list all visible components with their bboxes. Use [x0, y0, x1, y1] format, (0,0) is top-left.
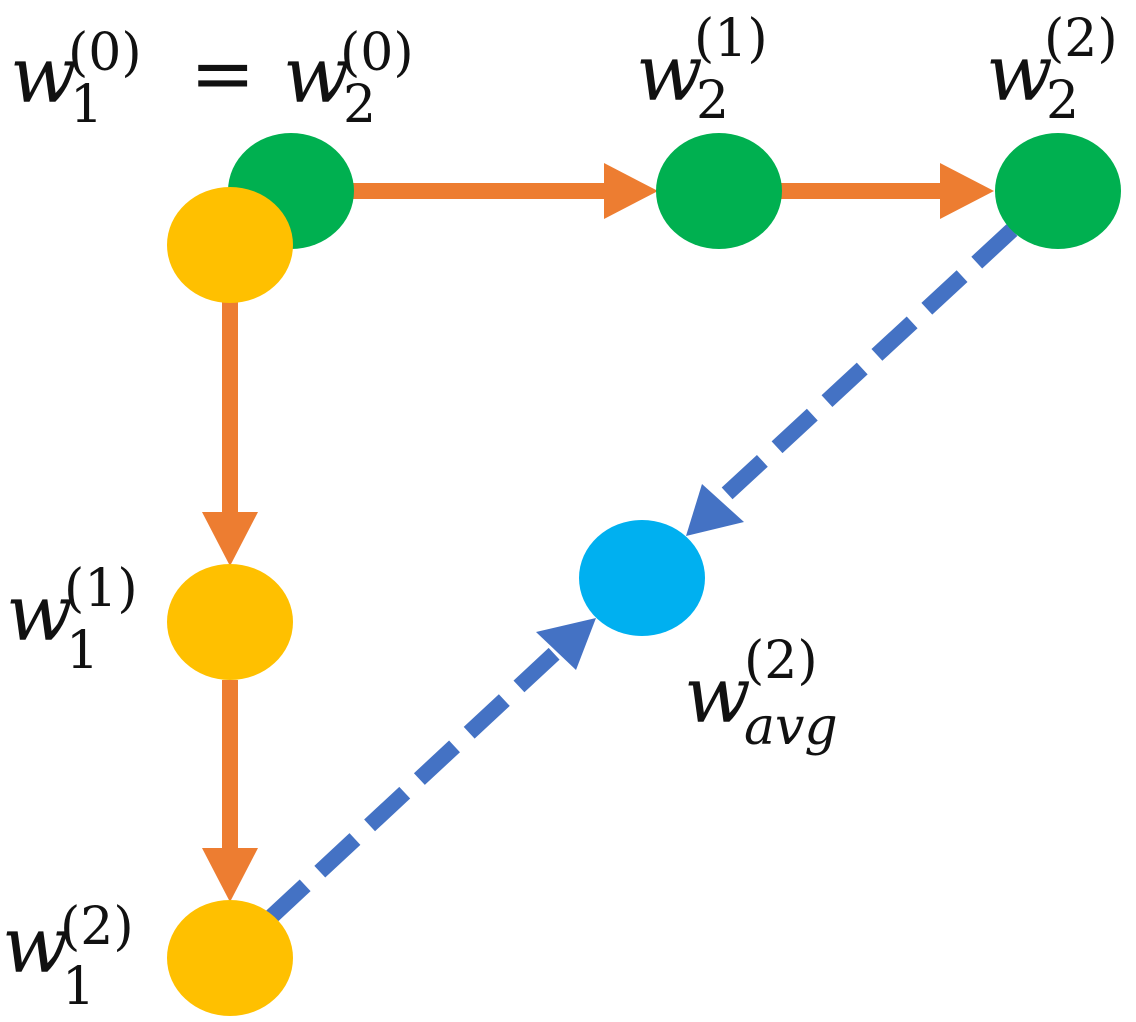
label-w1-step2-sub: 1	[62, 957, 95, 1017]
label-w2-step2-sup: (2)	[1044, 9, 1118, 69]
averaging-arrows	[264, 224, 1018, 924]
node-w1-step2	[167, 900, 293, 1016]
avg-arrow-from-w2	[714, 224, 1018, 506]
label-w1-step2: w (2) 1	[2, 897, 134, 1017]
label-w1-step2-sup: (2)	[60, 897, 134, 957]
label-w2-step2-var: w	[986, 29, 1053, 119]
label-init-right-sup: (0)	[340, 23, 414, 83]
avg-arrowhead-from-w2	[686, 484, 744, 536]
arrowhead-w2-step1	[604, 163, 658, 219]
label-init-left-sup: (0)	[68, 23, 142, 83]
label-avg-step2-sub: avg	[744, 697, 838, 757]
label-w1-step1-var: w	[6, 569, 73, 659]
label-init-equals: =	[190, 29, 255, 119]
node-w-avg-step2	[579, 520, 705, 636]
label-init-left-sub: 1	[70, 75, 103, 135]
label-avg-step2: w (2) avg	[684, 631, 838, 757]
label-avg-step2-sup: (2)	[744, 631, 818, 691]
node-w2-step2	[995, 133, 1121, 249]
label-w2-step2: w (2) 2	[986, 9, 1118, 131]
node-w2-step1	[656, 133, 782, 249]
node-w1-step1	[167, 564, 293, 680]
node-w1-step0	[167, 187, 293, 303]
label-avg-step2-var: w	[684, 651, 751, 741]
avg-arrow-from-w1	[264, 646, 562, 924]
arrowhead-w2-step2	[940, 163, 994, 219]
label-w2-step1-var: w	[636, 29, 703, 119]
label-w2-step1-sup: (1)	[694, 9, 768, 69]
avg-arrowhead-from-w1	[536, 618, 596, 670]
label-init: w (0) 1 = w (0) 2	[10, 23, 414, 135]
nodes	[167, 133, 1121, 1016]
label-init-right-var: w	[283, 31, 350, 121]
label-w2-step1-sub: 2	[696, 71, 729, 131]
label-w2-step1: w (1) 2	[636, 9, 768, 131]
label-w1-step2-var: w	[2, 901, 69, 991]
labels: w (0) 1 = w (0) 2 w (1) 2 w (2) 2 w (1) …	[2, 9, 1118, 1017]
label-w1-step1-sup: (1)	[64, 559, 138, 619]
label-w2-step2-sub: 2	[1046, 71, 1079, 131]
arrowhead-w1-step1	[202, 512, 258, 566]
label-w1-step1-sub: 1	[66, 621, 99, 681]
label-init-right-sub: 2	[343, 75, 376, 135]
label-init-left-var: w	[10, 31, 77, 121]
local-step-arrows	[202, 163, 994, 902]
label-w1-step1: w (1) 1	[6, 559, 138, 681]
arrowhead-w1-step2	[202, 848, 258, 902]
